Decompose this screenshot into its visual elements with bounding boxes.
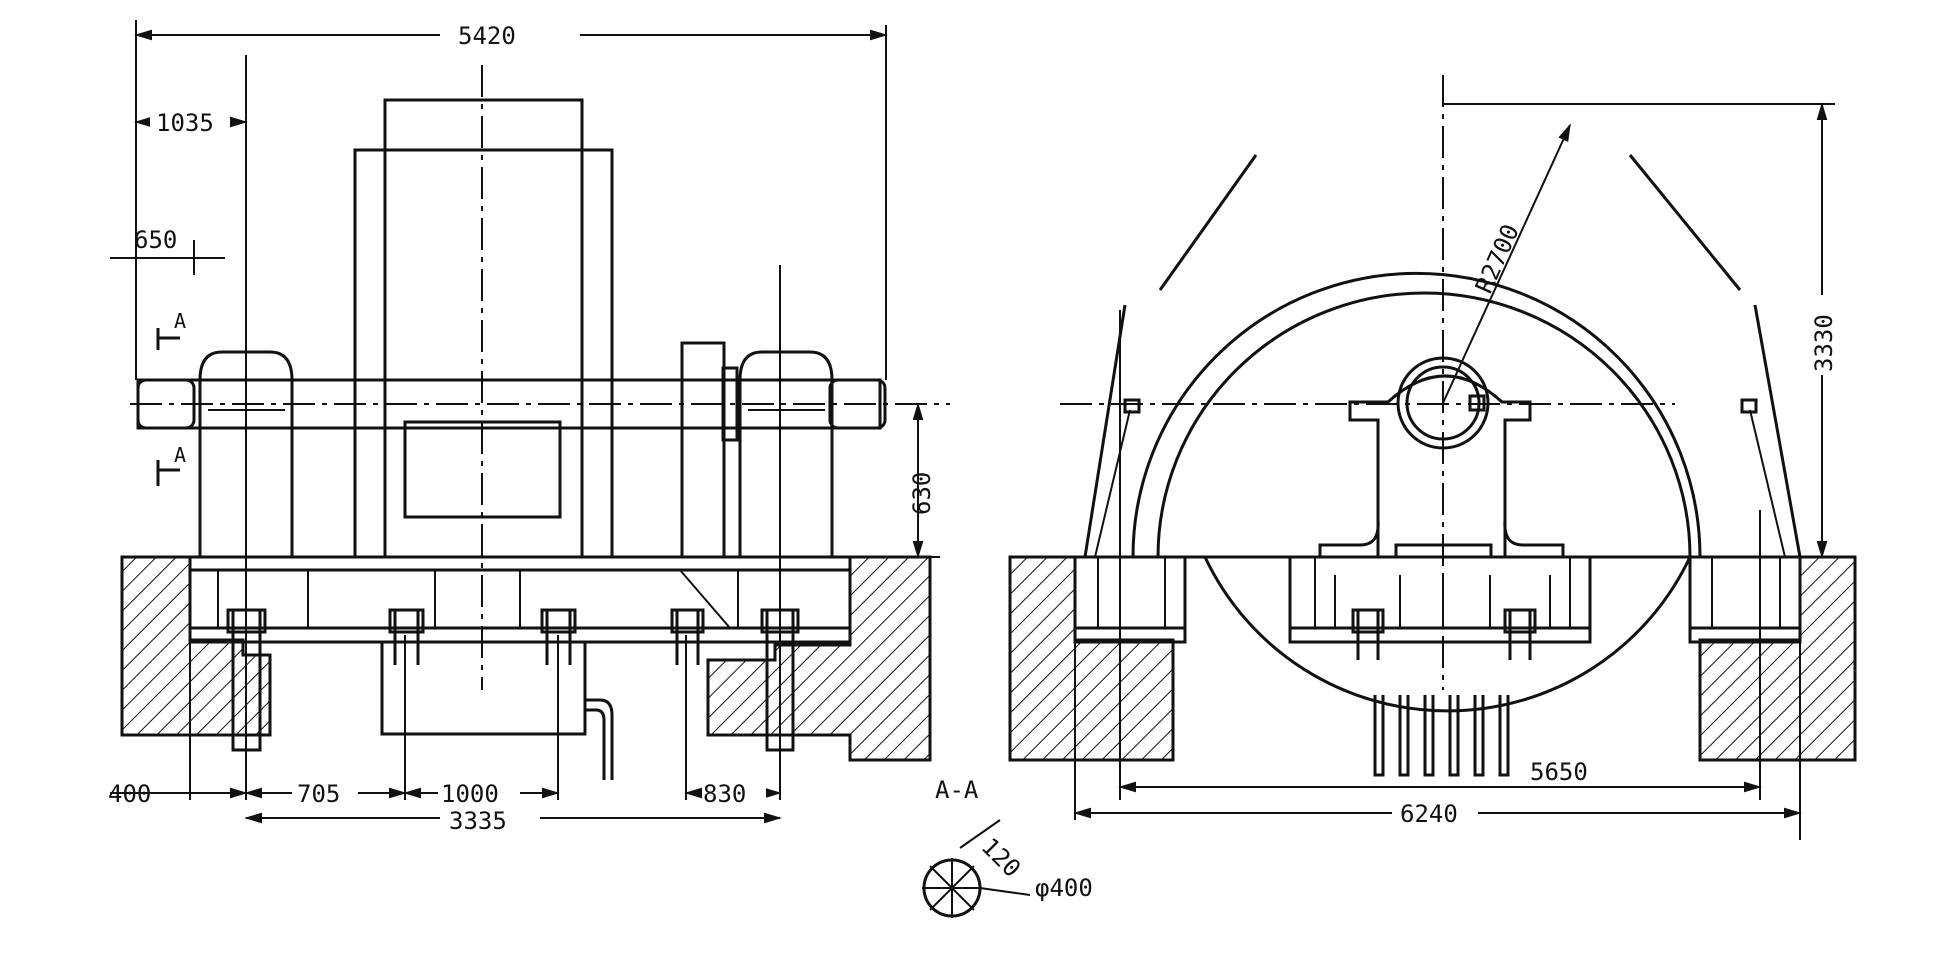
side-center-lines [1060, 75, 1835, 840]
side-bearing-pedestal [1318, 356, 1565, 559]
front-dimension-labels: 5420 1035 650 630 400 705 1000 830 3335 [108, 18, 936, 835]
dim-bolt-pitch-2: 1000 [441, 780, 499, 808]
section-detail-a-a: A-A 120 φ400 [922, 776, 1093, 918]
dim-shaft-offset: 1035 [156, 109, 214, 137]
front-base-frame [188, 555, 852, 644]
radius-line [1442, 123, 1571, 404]
dim-overall-height: 3330 [1810, 314, 1838, 372]
side-anchor-bolts [1351, 608, 1537, 777]
dim-shaft-height: 630 [908, 472, 936, 515]
front-foundation [120, 555, 932, 762]
front-view: A A 5420 1035 650 630 400 705 1000 830 3… [108, 18, 950, 835]
section-mark-top: A [174, 309, 186, 333]
dim-overall-span: 6240 [1400, 800, 1458, 828]
side-view: R2700 3330 5650 6240 [1008, 75, 1857, 840]
front-bearing-right [680, 341, 834, 559]
dim-bolt-edge: 400 [108, 780, 151, 808]
detail-bolt-circle: 120 [976, 832, 1026, 882]
dim-overall-width: 5420 [458, 22, 516, 50]
side-foundation [1008, 555, 1857, 762]
section-mark-bottom: A [174, 443, 186, 467]
dim-radius: R2700 [1470, 220, 1525, 297]
dim-shaft-end: 650 [134, 226, 177, 254]
dim-bolt-pitch-1: 705 [297, 780, 340, 808]
dim-inner-span: 5650 [1530, 758, 1588, 786]
side-base-frame [1010, 555, 1855, 644]
front-anchor-bolts [226, 608, 800, 780]
side-housing [1083, 154, 1802, 713]
section-marks: A A [156, 309, 186, 486]
dim-bolt-pitch-3: 830 [703, 780, 746, 808]
front-center-lines [130, 20, 950, 800]
detail-diameter: φ400 [1035, 874, 1093, 902]
detail-title: A-A [935, 776, 979, 804]
front-motor-body [353, 98, 614, 736]
dim-bolt-span: 3335 [449, 807, 507, 835]
